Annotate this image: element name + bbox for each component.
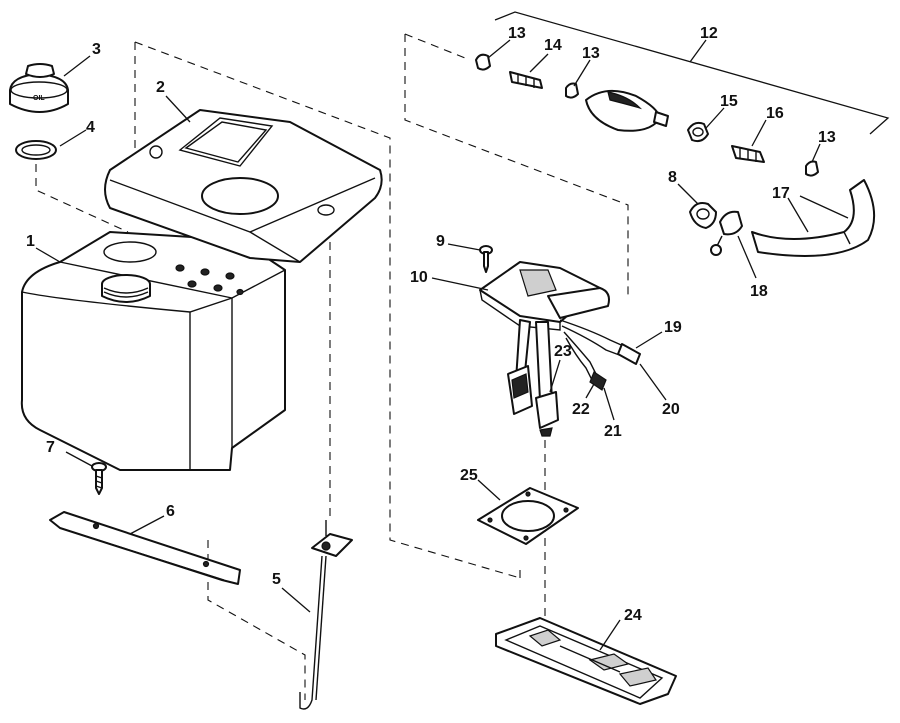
mounting-bracket: [49, 511, 241, 585]
label-part-16: 16: [766, 105, 784, 122]
fuel-line-fittings: [475, 11, 890, 257]
label-part-13-right: 13: [818, 129, 836, 146]
label-part-22: 22: [572, 401, 590, 418]
label-part-10: 10: [410, 269, 428, 286]
base-plate: [495, 617, 677, 705]
tank-cover: [104, 109, 383, 263]
bracket-screw: [91, 462, 107, 495]
label-part-21: 21: [604, 423, 622, 440]
callout-labels: 1 2 3 4 5 6 7 8 9 10 12 13 14 13 15 16 1…: [26, 25, 836, 624]
label-part-24: 24: [624, 607, 642, 624]
cap-marking: OIL: [33, 95, 45, 102]
label-part-6: 6: [166, 503, 175, 520]
label-part-8: 8: [668, 169, 677, 186]
hose-clamp: [689, 202, 717, 229]
label-part-9: 9: [436, 233, 445, 250]
label-part-17: 17: [772, 185, 790, 202]
label-part-5: 5: [272, 571, 281, 588]
label-part-3: 3: [92, 41, 101, 58]
fuel-tank: [20, 231, 286, 471]
label-part-13-middle: 13: [582, 45, 600, 62]
label-part-13-left: 13: [508, 25, 526, 42]
label-part-15: 15: [720, 93, 738, 110]
label-part-2: 2: [156, 79, 165, 96]
label-part-7: 7: [46, 439, 55, 456]
sender-wires: [559, 319, 641, 391]
fill-cap: OIL: [9, 63, 69, 113]
cap-gasket: [15, 140, 57, 160]
label-part-1: 1: [26, 233, 35, 250]
fuel-sender-assembly: [479, 261, 610, 437]
label-part-18: 18: [750, 283, 768, 300]
label-part-12: 12: [700, 25, 718, 42]
sender-screw: [479, 245, 493, 273]
label-part-23: 23: [554, 343, 572, 360]
label-part-25: 25: [460, 467, 478, 484]
sender-gasket: [477, 487, 579, 545]
dipstick-rod: [299, 520, 353, 710]
leader-lines: [35, 39, 849, 651]
label-part-19: 19: [664, 319, 682, 336]
label-part-4: 4: [86, 119, 95, 136]
label-part-20: 20: [662, 401, 680, 418]
label-part-14: 14: [544, 37, 562, 54]
